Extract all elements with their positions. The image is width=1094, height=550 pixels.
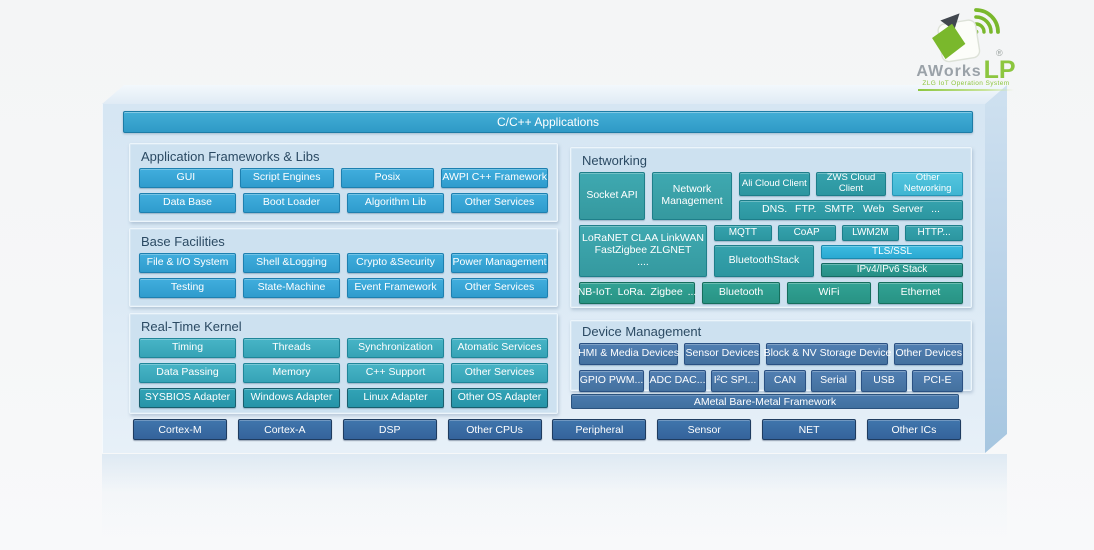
block-hmi-media-devices: HMI & Media Devices: [578, 343, 679, 365]
block-pci-e: PCI-E: [912, 370, 963, 392]
block-data-base: Data Base: [139, 193, 236, 213]
block-gui: GUI: [139, 168, 233, 188]
block-block-nv-storage-device: Block & NV Storage Device: [764, 343, 891, 365]
block-other-services-kernel: Other Services: [451, 363, 548, 383]
block-serial: Serial: [811, 370, 856, 392]
block-loranet-fastzigbee: LoRaNET CLAA LinkWAN FastZigbee ZLGNET .…: [579, 225, 707, 277]
block-power-management: Power Management: [451, 253, 548, 273]
brand-tagline-underline: [918, 89, 1014, 91]
block-atomatic-services: Atomatic Services: [451, 338, 548, 358]
brand-lp: LP: [983, 56, 1016, 84]
box-front-face: C/C++ Applications Application Framework…: [102, 104, 985, 453]
aworks-cube-icon: ®: [932, 8, 1003, 63]
box-reflection: [102, 454, 1007, 538]
panel-title-real-time-kernel: Real-Time Kernel: [141, 319, 242, 334]
loranet-line2: FastZigbee ZLGNET: [594, 244, 692, 257]
block-mqtt: MQTT: [714, 225, 772, 241]
panel-title-application-frameworks: Application Frameworks & Libs: [141, 149, 320, 164]
block-ali-cloud-client: Ali Cloud Client: [739, 172, 810, 196]
chip-other-ics: Other ICs: [866, 419, 961, 440]
block-sensor-devices: Sensor Devices: [684, 343, 761, 365]
panel-title-networking: Networking: [582, 153, 648, 168]
block-other-os-adapter: Other OS Adapter: [451, 388, 548, 408]
block-zws-cloud-client: ZWS Cloud Client: [815, 172, 887, 196]
chip-net: NET: [762, 419, 857, 440]
block-socket-api: Socket API: [579, 172, 645, 220]
block-shell-logging: Shell &Logging: [243, 253, 340, 273]
block-lwm2m: LWM2M: [841, 225, 900, 241]
block-ipv4-ipv6-stack: IPv4/IPv6 Stack: [821, 263, 963, 277]
block-posix: Posix: [340, 168, 435, 188]
panel-title-device-management: Device Management: [582, 324, 702, 339]
registered-mark-icon: ®: [996, 48, 1003, 58]
block-ethernet: Ethernet: [878, 282, 963, 304]
panel-networking: Networking Socket API Network Management…: [570, 147, 972, 308]
chip-cortex-a: Cortex-A: [237, 419, 332, 440]
block-crypto-security: Crypto &Security: [347, 253, 444, 273]
block-script-engines: Script Engines: [239, 168, 334, 188]
chip-dsp: DSP: [342, 419, 437, 440]
cube-icon: [932, 13, 981, 63]
panel-real-time-kernel: Real-Time Kernel Timing Threads Synchron…: [129, 313, 558, 414]
chip-peripheral: Peripheral: [552, 419, 647, 440]
loranet-line1: LoRaNET CLAA LinkWAN: [582, 232, 704, 245]
brand-wordmark: AWorksLP: [912, 58, 1020, 83]
layer-ametal-bare-metal-framework: AMetal Bare-Metal Framework: [571, 394, 959, 409]
brand-aworks: AWorks: [916, 63, 982, 80]
block-coap: CoAP: [777, 225, 836, 241]
chip-cortex-m: Cortex-M: [133, 419, 227, 440]
block-nbiot-lora-zigbee: NB-IoT. LoRa. Zigbee ...: [578, 282, 696, 304]
block-can: CAN: [764, 370, 806, 392]
block-synchronization: Synchronization: [347, 338, 444, 358]
block-sysbios-adapter: SYSBIOS Adapter: [139, 388, 236, 408]
block-network-management: Network Management: [652, 172, 732, 220]
block-other-services-appfw: Other Services: [451, 193, 548, 213]
block-tls-ssl: TLS/SSL: [821, 245, 963, 259]
block-other-devices: Other Devices: [894, 343, 963, 365]
box-right-face: [985, 85, 1007, 453]
panel-device-management: Device Management HMI & Media Devices Se…: [570, 320, 972, 392]
block-other-services-base: Other Services: [451, 278, 548, 298]
block-timing: Timing: [139, 338, 236, 358]
block-windows-adapter: Windows Adapter: [243, 388, 340, 408]
block-i2c-spi: I²C SPI...: [711, 370, 759, 392]
block-event-framework: Event Framework: [347, 278, 444, 298]
block-file-io-system: File & I/O System: [139, 253, 236, 273]
wifi-signal-icon: [973, 8, 1000, 35]
block-usb: USB: [861, 370, 907, 392]
block-bluetooth: Bluetooth: [702, 282, 780, 304]
block-state-machine: State-Machine: [243, 278, 340, 298]
block-cpp-support: C++ Support: [347, 363, 444, 383]
block-testing: Testing: [139, 278, 236, 298]
panel-base-facilities: Base Facilities File & I/O System Shell …: [129, 228, 558, 307]
block-linux-adapter: Linux Adapter: [347, 388, 444, 408]
block-boot-loader: Boot Loader: [243, 193, 340, 213]
chip-other-cpus: Other CPUs: [447, 419, 542, 440]
block-wifi: WiFi: [787, 282, 871, 304]
block-dns-ftp-smtp-webserver: DNS. FTP. SMTP. Web Server ...: [739, 200, 963, 220]
block-threads: Threads: [243, 338, 340, 358]
aworks-logo: ® AWorksLP ZLG IoT Operation System: [912, 4, 1020, 91]
block-http: HTTP...: [905, 225, 963, 241]
block-bluetooth-stack: BluetoothStack: [714, 245, 814, 277]
chip-sensor: Sensor: [657, 419, 752, 440]
panel-application-frameworks: Application Frameworks & Libs GUI Script…: [129, 143, 558, 222]
layer-cpp-applications: C/C++ Applications: [123, 111, 973, 133]
panel-title-base-facilities: Base Facilities: [141, 234, 225, 249]
block-adc-dac: ADC DAC...: [649, 370, 706, 392]
brand-tagline: ZLG IoT Operation System: [922, 80, 1010, 87]
block-data-passing: Data Passing: [139, 363, 236, 383]
box-top-face: [102, 85, 1007, 104]
loranet-line3: ....: [637, 255, 649, 268]
hardware-row: Cortex-M Cortex-A DSP Other CPUs Periphe…: [133, 419, 961, 440]
block-memory: Memory: [243, 363, 340, 383]
block-awpi-cpp-framework: AWPI C++ Framework: [441, 168, 548, 188]
block-algorithm-lib: Algorithm Lib: [347, 193, 444, 213]
block-other-networking: Other Networking: [892, 172, 964, 196]
block-gpio-pwm: GPIO PWM...: [579, 370, 644, 392]
